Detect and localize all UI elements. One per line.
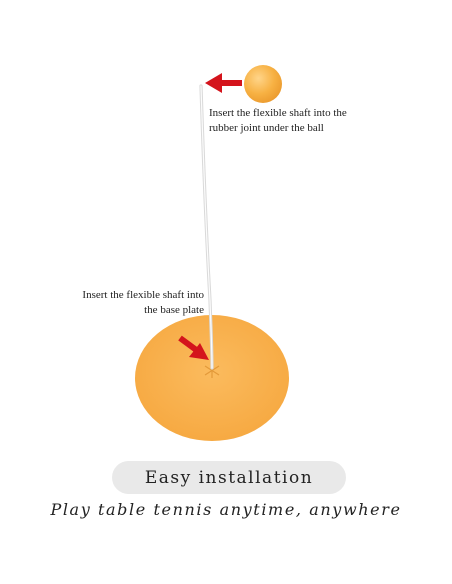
banner-label: Easy installation bbox=[144, 467, 314, 488]
ping-pong-ball bbox=[244, 65, 282, 103]
tagline: Play table tennis anytime, anywhere bbox=[50, 500, 402, 519]
down-right-arrow-icon bbox=[178, 335, 209, 360]
base-instruction-label: Insert the flexible shaft into the base … bbox=[82, 289, 204, 316]
left-arrow-icon bbox=[205, 73, 242, 93]
ball-instruction-label: Insert the flexible shaft into the rubbe… bbox=[209, 107, 347, 134]
installation-banner: Easy installation bbox=[112, 461, 346, 494]
